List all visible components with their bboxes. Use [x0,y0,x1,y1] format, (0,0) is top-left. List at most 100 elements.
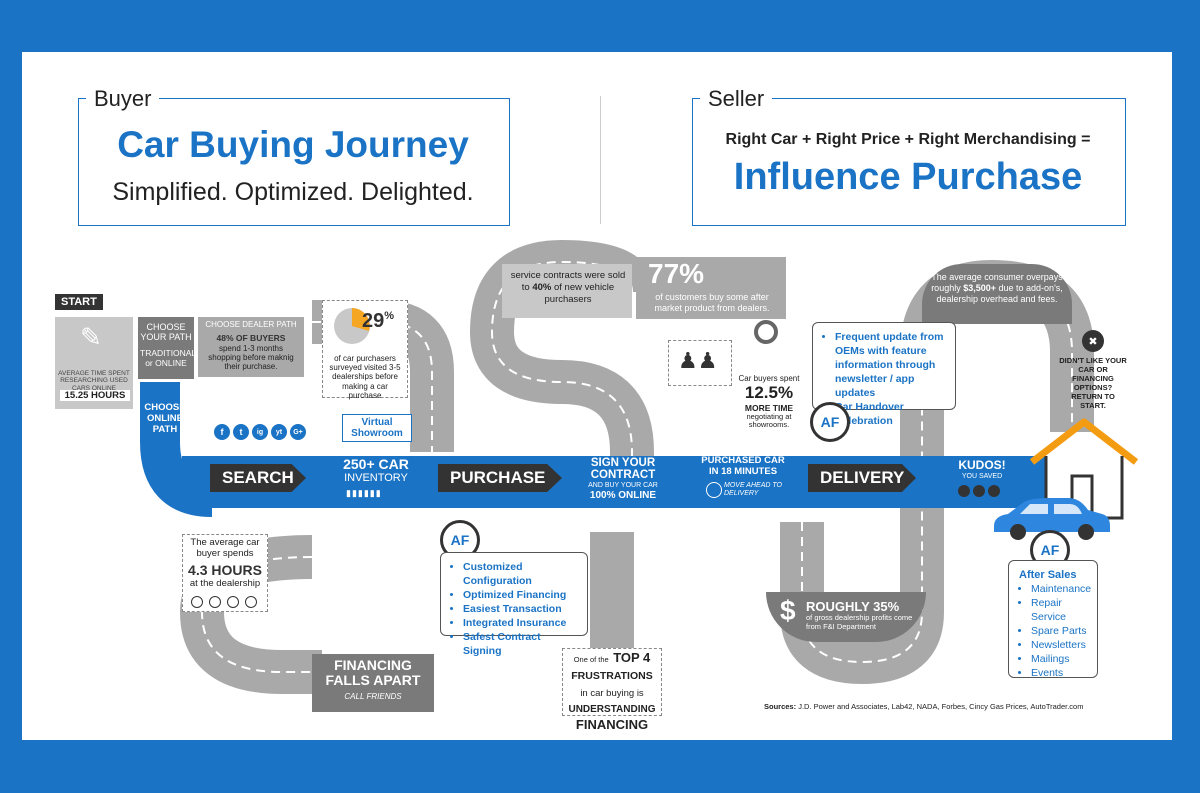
purchase-list-item: Customized Configuration [463,561,579,589]
buyer-tag: Buyer [86,86,160,112]
overpay-post: due to add-on's, dealership overhead and… [936,282,1063,304]
af-logo-icon: AF [810,402,850,442]
didnt-like-text: DIDN'T LIKE YOUR CAR OR FINANCING OPTION… [1059,356,1127,410]
frustrations-pre: One of the [573,655,609,664]
twitter-icon[interactable]: t [233,424,249,440]
service-contracts-highlight: 40% [532,281,552,293]
purchase-arrow[interactable]: PURCHASE [438,464,562,492]
frustrations-top: TOP 4 [613,650,651,665]
clock-icon [245,596,257,608]
after-sales-item: Spare Parts [1031,625,1089,639]
start-time-value: 15.25 HOURS [60,390,130,401]
purchase-list-item: Optimized Financing [463,589,579,603]
buyer-title: Car Buying Journey [117,124,469,165]
sources-text: J.D. Power and Associates, Lab42, NADA, … [798,702,1084,711]
clock-icon [191,596,203,608]
after-sales-title: After Sales [1019,569,1077,581]
frustrations-title: FRUSTRATIONS [571,669,653,682]
dealership-clocks [188,595,260,613]
online-path-label: CHOOSE ONLINE PATH [144,402,186,435]
start-label: START [55,294,103,310]
clock-icon [706,482,722,498]
choose-path-title: CHOOSE YOUR PATH [140,322,192,342]
financing-falls-sub: CALL FRIENDS [344,692,402,701]
you-saved-label: YOU SAVED [961,473,1003,480]
social-icons: f t ig yt G+ [214,424,306,440]
move-ahead-text: MOVE AHEAD TO DELIVERY [724,482,782,497]
stat-77-text: of customers buy some after market produ… [654,292,770,313]
stat-125-value: 12.5% [744,383,794,402]
dealer-path-highlight: 48% OF BUYERS [216,333,286,343]
after-sales-item: Mailings [1031,653,1089,667]
purchased-title: PURCHASED CAR IN 18 MINUTES [701,455,785,477]
search-arrow[interactable]: SEARCH [210,464,306,492]
overpay-pre: The average consumer overpays roughly [931,272,1063,293]
purchase-label: PURCHASE [450,468,546,487]
sign-highlight: 100% ONLINE [589,490,657,501]
search-label: SEARCH [222,468,294,487]
overpay-block [922,264,1072,324]
meeting-box [668,340,732,386]
car-icon [994,498,1110,540]
stat-29-text: of car purchasers surveyed visited 3-5 d… [329,354,401,400]
inventory-sub: INVENTORY [344,472,408,484]
buyer-subtitle: Simplified. Optimized. Delighted. [112,178,474,206]
virtual-showroom: Virtual Showroom [342,414,412,442]
kudos-label: KUDOS! [958,458,1006,472]
roughly35-value: ROUGHLY 35% [806,599,900,614]
tire-icon [754,320,778,344]
google-plus-icon[interactable]: G+ [290,424,306,440]
stat-125-highlight: MORE TIME [744,403,794,413]
stat-29-value: 29 [362,310,385,332]
service-contracts-block [502,264,632,318]
purchase-list-item: Integrated Insurance [463,617,579,631]
purchase-list-item: Easiest Transaction [463,603,579,617]
roughly35-text: of gross dealership profits come from F&… [806,613,913,631]
seller-formula: Right Car + Right Price + Right Merchand… [725,131,1091,148]
service-contracts-pre: service contracts were sold to [510,270,626,293]
clock-icon [227,596,239,608]
delivery-list-box: Frequent update from OEMs with feature i… [812,322,956,427]
dollar-icon [988,485,1000,497]
kudos-icons [958,485,1000,497]
road-path [140,239,1094,694]
purchase-list-box: Customized Configuration Optimized Finan… [440,552,588,657]
frustrations-text: One of the TOP 4 FRUSTRATIONS in car buy… [566,650,658,734]
clock-icon [973,485,985,497]
seller-header-box [692,98,1126,226]
instagram-icon[interactable]: ig [252,424,268,440]
after-sales-item: Newsletters [1031,639,1089,653]
youtube-icon[interactable]: yt [271,424,287,440]
seller-title: Influence Purchase [733,156,1083,198]
service-contracts-text: service contracts were sold to 40% of ne… [508,270,628,306]
overpay-text: The average consumer overpays roughly $3… [930,272,1064,304]
inventory-cars-icon: ▮▮▮▮▮▮ [346,488,382,498]
dealership-hours-pre: The average car buyer spends [190,537,260,559]
frustrations-highlight: UNDERSTANDING [568,704,656,716]
roughly35-block [766,592,926,642]
stat-29-value-wrap: 29% [362,310,394,333]
facebook-icon[interactable]: f [214,424,230,440]
delivery-arrow[interactable]: DELIVERY [808,464,916,492]
clock-icon [209,596,221,608]
thumbs-up-icon [958,485,970,497]
seller-tag: Seller [700,86,773,112]
after-sales-item: Maintenance [1031,583,1091,597]
frustrations-mid: in car buying is [580,687,644,699]
infographic-panel: Buyer Car Buying Journey Simplified. Opt… [22,52,1172,740]
dealer-path-block [198,317,304,377]
stat-77-block [636,257,786,319]
choose-path-block [138,317,194,379]
sources-line: Sources: J.D. Power and Associates, Lab4… [764,702,1083,711]
inventory-title: 250+ CAR [343,456,409,472]
delivery-list-item: Frequent update from OEMs with feature i… [835,331,947,401]
sign-title: SIGN YOUR CONTRACT [590,457,656,482]
after-sales-box: After Sales Maintenance Repair Service S… [1008,560,1098,679]
financing-falls-title: FINANCING FALLS APART [325,657,421,688]
choose-path-options: TRADITIONAL or ONLINE [140,348,197,368]
stat-77-value: 77% [648,258,705,289]
meeting-icon: ♟♟ [678,348,718,373]
stat-125-block: Car buyers spent 12.5% MORE TIME negotia… [738,374,800,430]
overpay-highlight: $3,500+ [963,282,997,293]
pie-29-icon [334,308,370,344]
